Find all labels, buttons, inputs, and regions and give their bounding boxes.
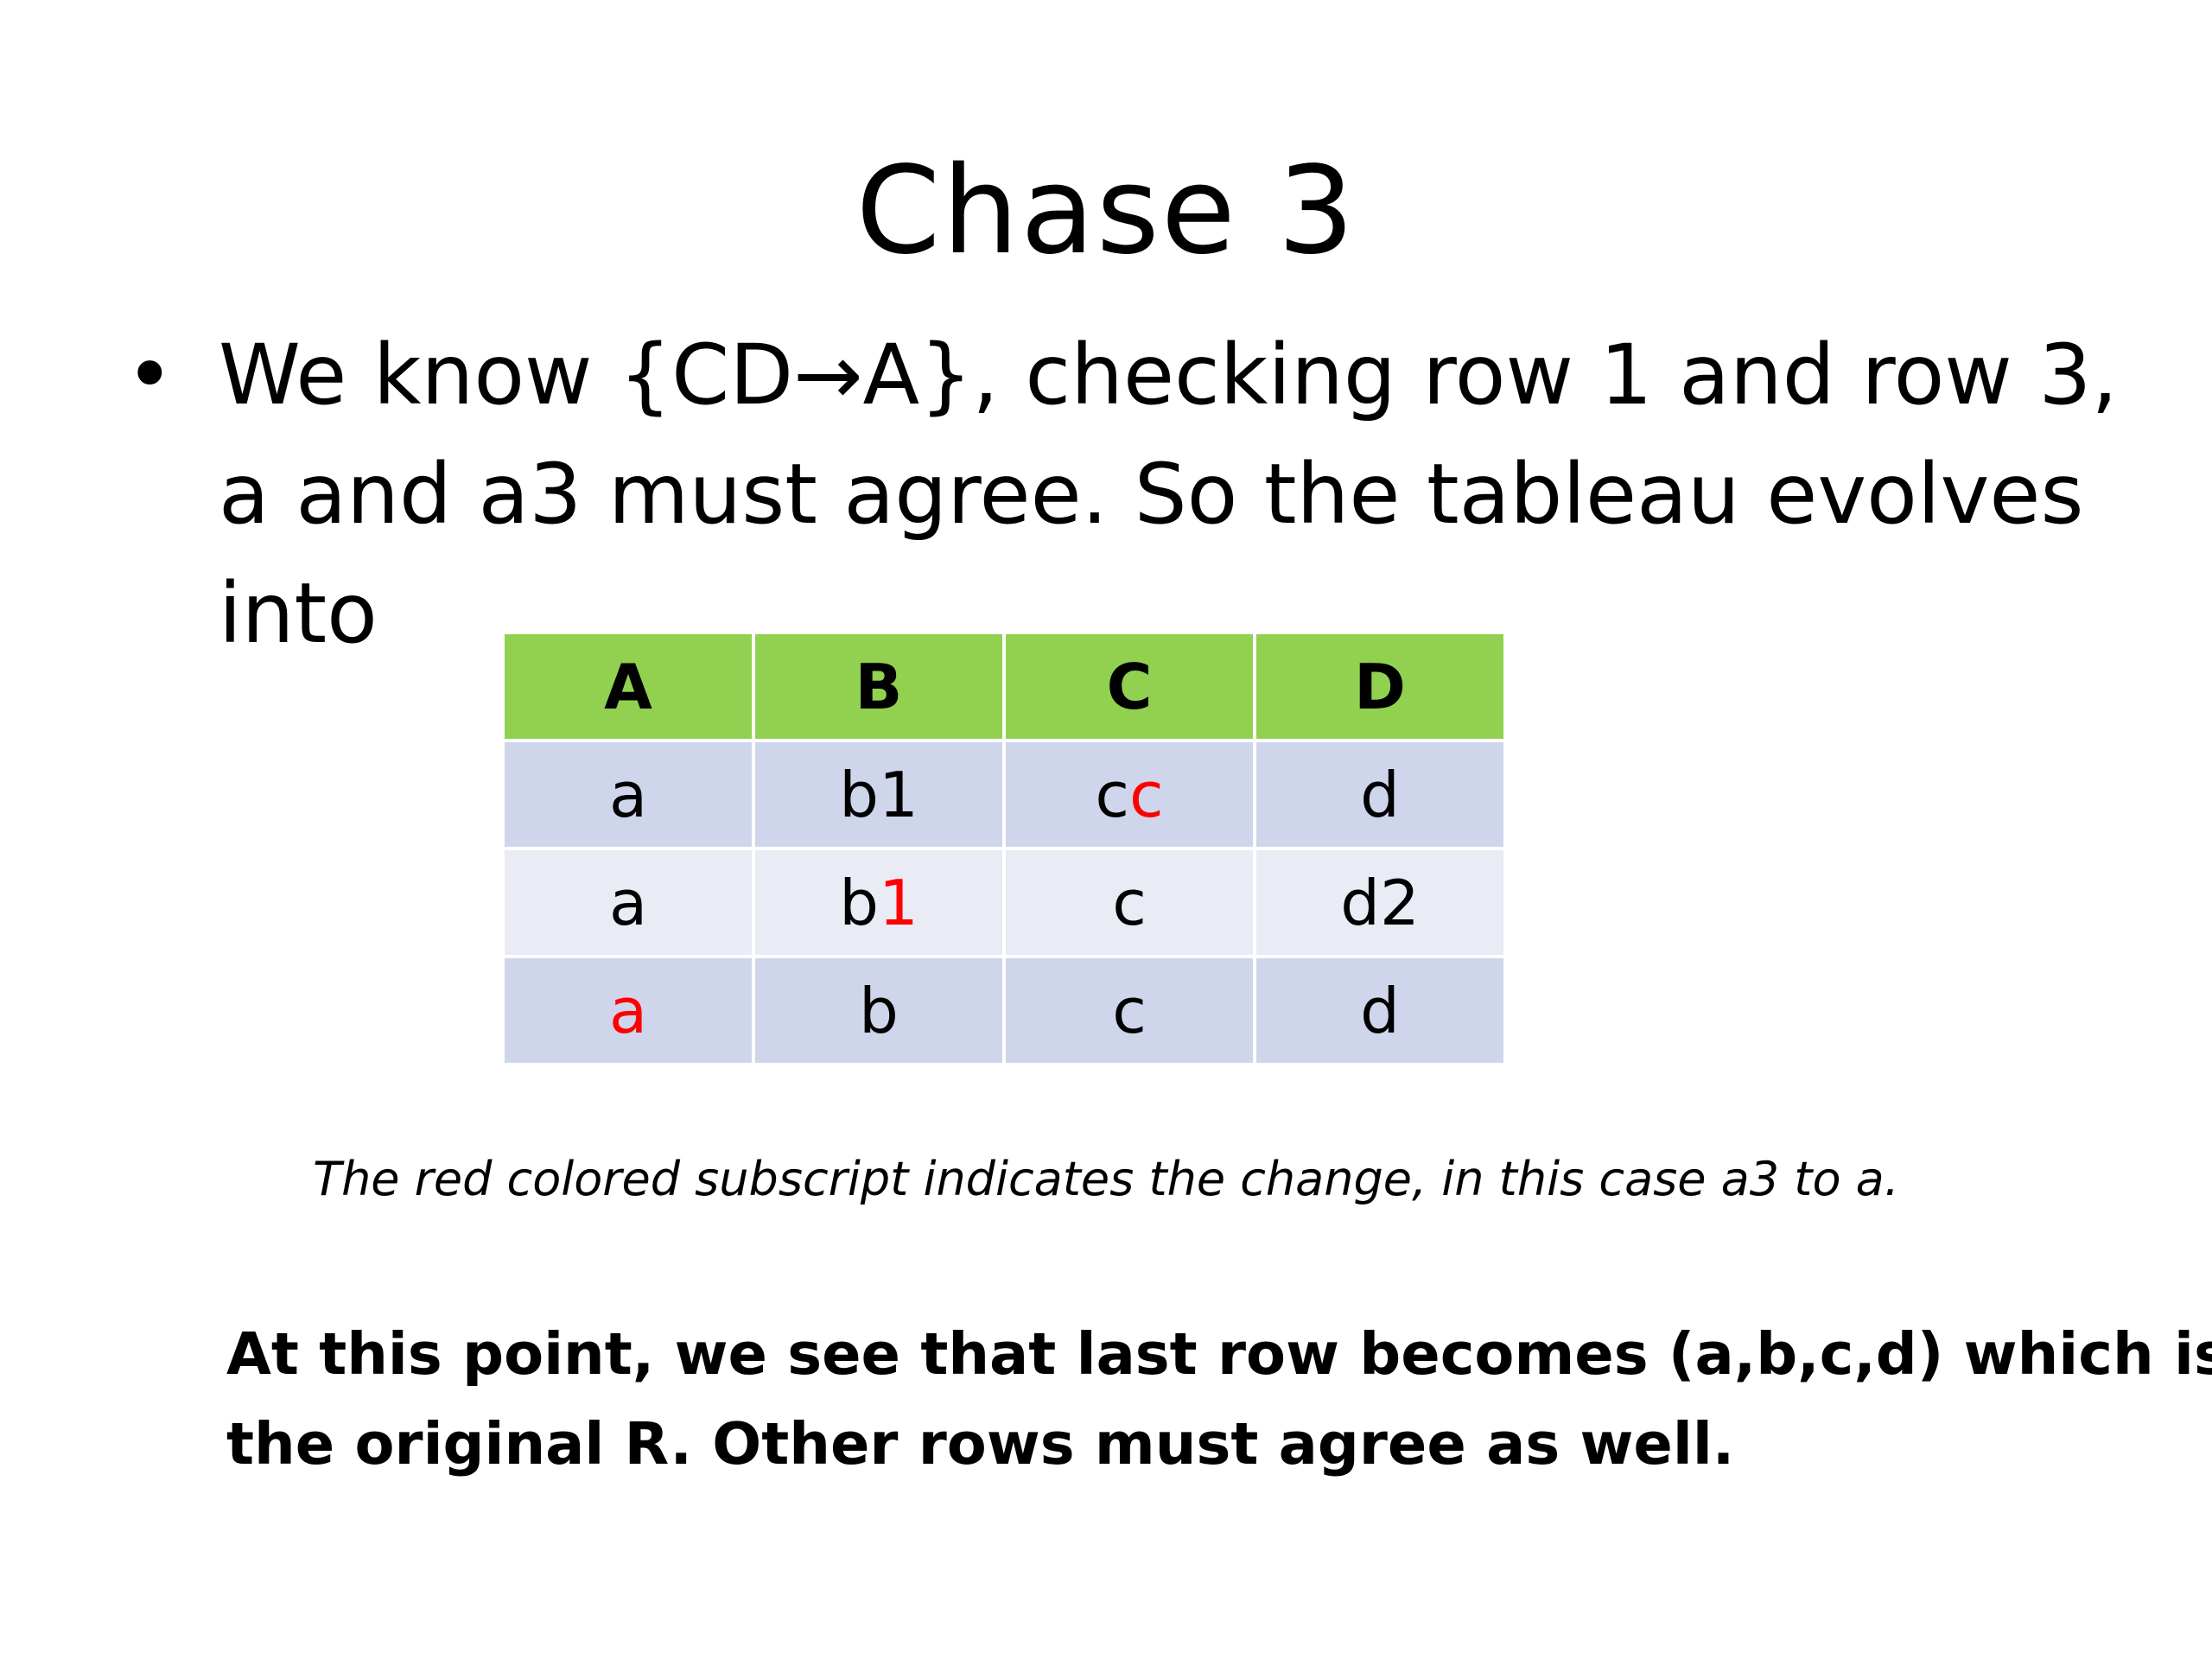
cell-text: a — [608, 866, 648, 939]
cell-text: d2 — [1340, 866, 1420, 939]
cell-text: c — [1095, 758, 1129, 831]
table-cell: b — [755, 958, 1002, 1063]
cell-text: b — [839, 866, 879, 939]
column-header-d: D — [1256, 634, 1503, 739]
table-cell: d — [1256, 742, 1503, 847]
tableau-header-row: A B C D — [505, 634, 1503, 739]
table-cell: d — [1256, 958, 1503, 1063]
cell-changed-text: c — [1129, 758, 1164, 831]
cell-text: b1 — [839, 758, 918, 831]
conclusion-text: At this point, we see that last row beco… — [226, 1309, 2212, 1489]
table-cell: b1 — [755, 850, 1002, 955]
cell-text: d — [1360, 974, 1400, 1047]
column-header-c: C — [1006, 634, 1253, 739]
bullet-marker: • — [125, 327, 175, 423]
cell-text: c — [1112, 866, 1147, 939]
cell-changed-text: 1 — [878, 866, 918, 939]
conclusion-line-2: the original R. Other rows must agree as… — [226, 1410, 1735, 1478]
column-header-b: B — [755, 634, 1002, 739]
table-row: a b1 cc d — [505, 742, 1503, 847]
bullet-text: We know {CD→A}, checking row 1 and row 3… — [219, 315, 2137, 673]
table-row: a b1 c d2 — [505, 850, 1503, 955]
conclusion-line-1: At this point, we see that last row beco… — [226, 1320, 2212, 1388]
table-cell: c — [1006, 958, 1253, 1063]
cell-text: c — [1112, 974, 1147, 1047]
table-cell: a — [505, 742, 752, 847]
table-caption: The red colored subscript indicates the … — [313, 1152, 1899, 1206]
column-header-a: A — [505, 634, 752, 739]
cell-text: a — [608, 758, 648, 831]
bullet-line-1: We know {CD→A}, checking row 1 and row 3… — [219, 327, 2118, 423]
tableau-table: A B C D a b1 cc d a b1 c d2 a b c d — [501, 631, 1507, 1066]
bullet-line-3: into — [219, 565, 378, 662]
cell-text: d — [1360, 758, 1400, 831]
bullet-line-2: a and a3 must agree. So the tableau evol… — [219, 446, 2084, 543]
table-row: a b c d — [505, 958, 1503, 1063]
slide-title: Chase 3 — [855, 141, 1357, 282]
table-cell: a — [505, 958, 752, 1063]
table-cell: cc — [1006, 742, 1253, 847]
table-cell: a — [505, 850, 752, 955]
table-cell: c — [1006, 850, 1253, 955]
table-cell: d2 — [1256, 850, 1503, 955]
table-cell: b1 — [755, 742, 1002, 847]
cell-text: b — [859, 974, 899, 1047]
cell-changed-text: a — [608, 974, 648, 1047]
